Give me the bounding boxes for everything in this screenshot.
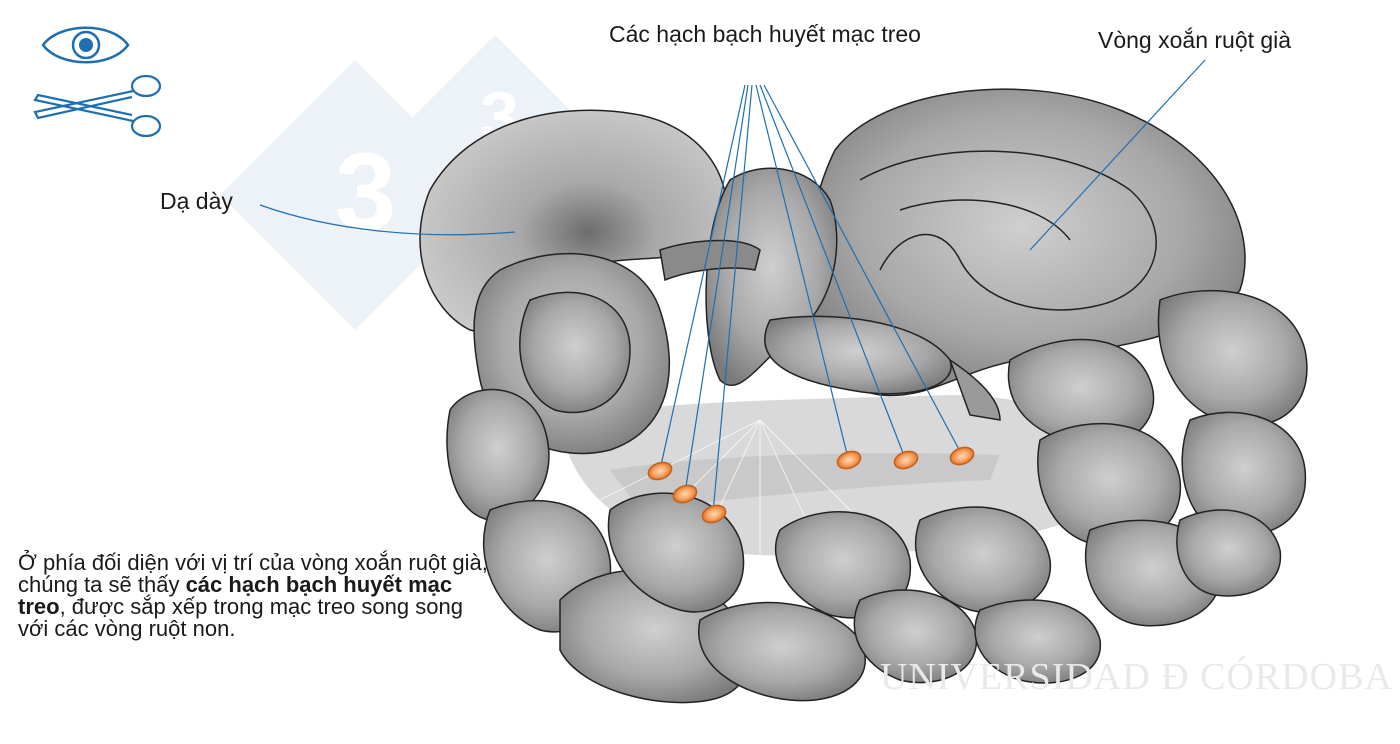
watermark-digit: 3 [335, 131, 396, 254]
lymph-node [949, 446, 975, 466]
lymph-node [893, 450, 919, 470]
leader-lines [259, 59, 1206, 514]
caption-bold: các hạch bạch huyết mạc treo [18, 572, 453, 619]
small-intestine-right [1007, 289, 1308, 627]
lymph-node [701, 504, 727, 524]
leader-node-1 [659, 84, 746, 471]
small-intestine-bottom [559, 492, 1101, 704]
scissors-icon [33, 74, 162, 138]
large-intestine-coil [705, 88, 1246, 421]
caption: Ở phía đối diện với vị trí của vòng xoắn… [18, 552, 498, 640]
caption-text-start: Ở phía đối diện với vị trí của vòng xoắn… [18, 550, 488, 597]
leader-node-4 [755, 84, 849, 459]
caption-text-end: , được sắp xếp trong mạc treo song song … [18, 594, 463, 641]
small-intestine-left [446, 239, 761, 633]
lymph-nodes [647, 446, 975, 524]
label-mesenteric-nodes: Các hạch bạch huyết mạc treo [609, 21, 921, 47]
leader-node-2 [684, 84, 749, 494]
label-large-intestine: Vòng xoắn ruột già [1098, 27, 1292, 53]
lymph-node [647, 461, 673, 481]
label-stomach: Dạ dày [160, 188, 233, 214]
leader-node-6 [763, 84, 963, 456]
leader-node-5 [759, 84, 906, 459]
leader-stomach [259, 204, 516, 236]
eye-icon [41, 26, 130, 64]
watermark-text: UNIVERSIDAD Đ CÓRDOBA [880, 656, 1393, 698]
lymph-node [672, 484, 698, 504]
leader-large-intestine [1029, 59, 1206, 251]
lymph-node [836, 450, 862, 470]
leader-node-3 [712, 84, 753, 514]
